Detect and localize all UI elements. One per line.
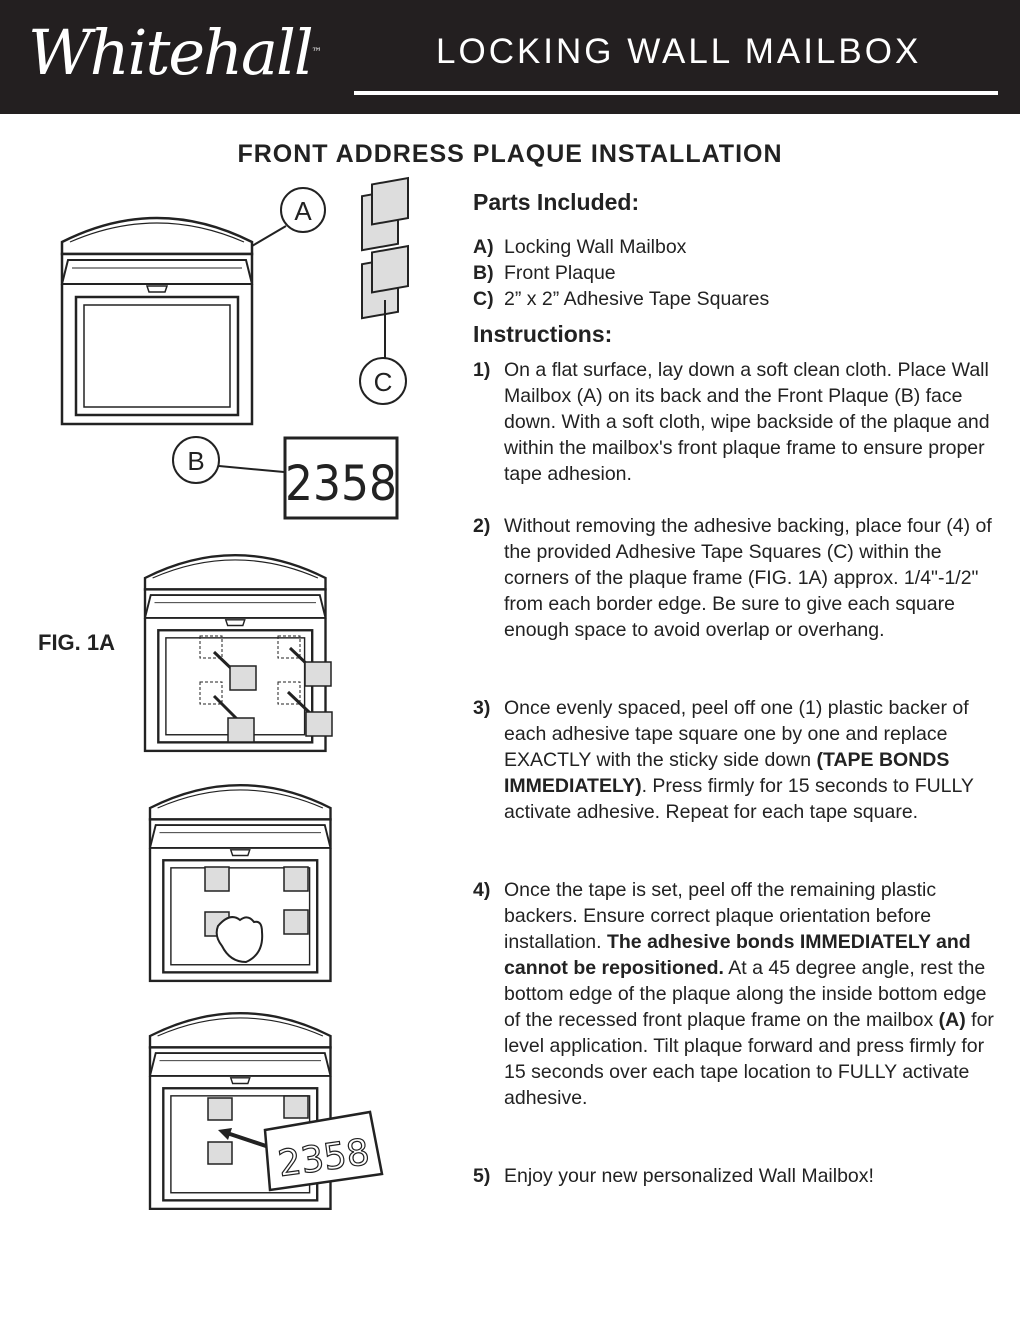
part-key: A) (473, 236, 494, 258)
part-key: B) (473, 262, 494, 284)
parts-heading: Parts Included: (473, 189, 640, 215)
instructions-heading: Instructions: (473, 321, 613, 347)
step-number: 4) (473, 879, 491, 901)
trademark: ™ (311, 47, 322, 58)
instruction-step-1: 1) On a flat surface, lay down a soft cl… (473, 357, 1003, 487)
brand-logo: Whitehall™ (28, 16, 322, 89)
page-title: LOCKING WALL MAILBOX (436, 32, 922, 71)
mailbox-illustration-press (148, 784, 332, 983)
part-key: C) (473, 288, 494, 310)
step-text-emphasis: (A) (938, 1009, 966, 1031)
header-bar: Whitehall™ LOCKING WALL MAILBOX (0, 0, 1020, 114)
part-label: Front Plaque (504, 262, 616, 284)
step-number: 3) (473, 697, 491, 719)
step-number: 1) (473, 359, 491, 381)
part-item: B) Front Plaque (473, 260, 769, 286)
step-text-part: At a 45 degree angle, rest the bottom ed… (504, 957, 987, 1031)
parts-list: A) Locking Wall Mailbox B) Front Plaque C)… (473, 234, 769, 312)
step-text: Enjoy your new personalized Wall Mailbox… (504, 1165, 874, 1187)
tape-squares-illustration: C (359, 176, 409, 405)
plaque-illustration: B 2358 (172, 436, 399, 520)
part-label: 2” x 2” Adhesive Tape Squares (504, 288, 770, 310)
step-text: Once evenly spaced, peel off one (1) pla… (504, 695, 1003, 825)
instruction-step-4: 4) Once the tape is set, peel off the re… (473, 877, 1003, 1111)
step-text: On a flat surface, lay down a soft clean… (504, 359, 990, 485)
instruction-step-3: 3) Once evenly spaced, peel off one (1) … (473, 695, 1003, 825)
installation-illustrations: A C B 2358 (60, 176, 409, 1210)
callout-a: A (294, 196, 312, 226)
plaque-number: 2358 (285, 455, 397, 512)
step-text-emphasis: (TAPE BONDS IMMEDIATELY) (504, 749, 950, 797)
step-text-part: . Press firmly for 15 seconds to FULLY a… (504, 775, 974, 823)
part-item: A) Locking Wall Mailbox (473, 234, 769, 260)
instruction-step-5: 5) Enjoy your new personalized Wall Mail… (473, 1163, 1003, 1189)
step-text-emphasis: The adhesive bonds IMMEDIATELY and canno… (504, 931, 971, 979)
step-number: 5) (473, 1165, 491, 1187)
section-title: FRONT ADDRESS PLAQUE INSTALLATION (237, 140, 783, 168)
part-label: Locking Wall Mailbox (504, 236, 687, 258)
step-text-part: Once the tape is set, peel off the remai… (504, 879, 937, 953)
step-number: 2) (473, 515, 491, 537)
part-item: C) 2” x 2” Adhesive Tape Squares (473, 286, 769, 312)
brand-name: Whitehall (28, 16, 314, 89)
mailbox-illustration-fig1a (143, 554, 333, 753)
step-text: Without removing the adhesive backing, p… (504, 515, 992, 641)
step-text-part: for level application. Tilt plaque forwa… (504, 1009, 994, 1109)
callout-c: C (374, 367, 393, 397)
step-text: Once the tape is set, peel off the remai… (504, 877, 1003, 1111)
instruction-step-2: 2) Without removing the adhesive backing… (473, 513, 1003, 643)
callout-b: B (187, 446, 204, 476)
header-divider (354, 91, 998, 95)
step-text-part: Once evenly spaced, peel off one (1) pla… (504, 697, 969, 771)
mailbox-illustration-a: A (60, 187, 326, 426)
mailbox-illustration-apply: 2358 (148, 1012, 384, 1210)
fig-1a-label: FIG. 1A (38, 630, 116, 655)
